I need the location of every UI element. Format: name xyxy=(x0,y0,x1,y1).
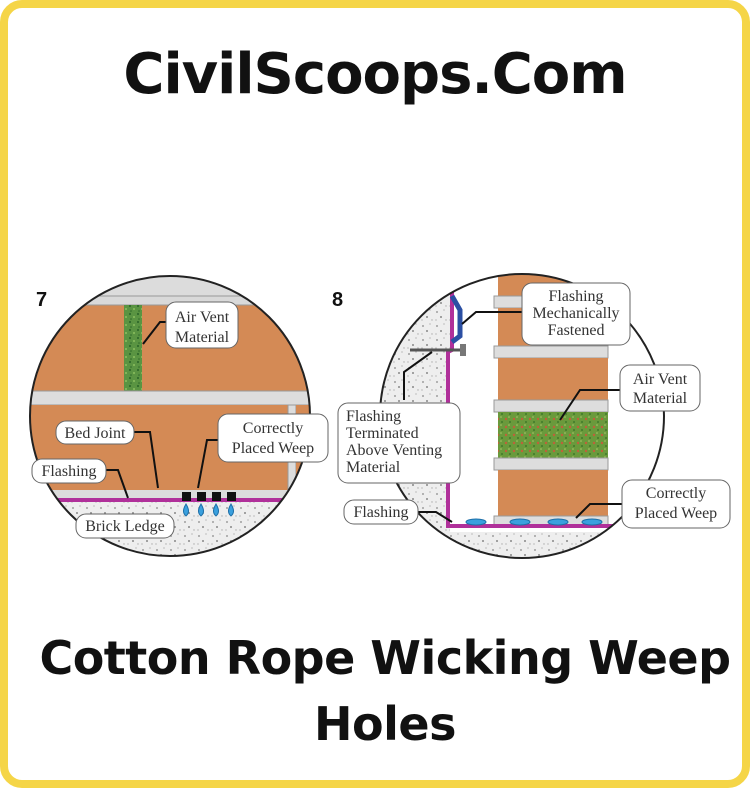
flashing-line xyxy=(30,498,310,502)
label-air-vent-8a: Air Vent xyxy=(633,371,688,388)
label-correct-weep-7b: Placed Weep xyxy=(232,440,314,457)
footing xyxy=(380,532,664,558)
label-terminated-a: Flashing xyxy=(346,408,401,425)
label-terminated-d: Material xyxy=(346,459,401,476)
termination-bar xyxy=(449,294,463,344)
caption: Cotton Rope Wicking Weep Holes xyxy=(20,625,750,757)
diagram-8-number: 8 xyxy=(332,289,343,311)
label-correct-weep-8b: Placed Weep xyxy=(635,505,717,522)
label-air-vent-7b: Material xyxy=(175,329,230,346)
diagram-7-number: 7 xyxy=(36,289,47,311)
label-bed-joint: Bed Joint xyxy=(65,425,126,442)
caption-line-1: Cotton Rope Wicking Weep xyxy=(39,631,731,685)
label-flashing-7: Flashing xyxy=(41,463,96,480)
label-mech-fastened-b: Mechanically xyxy=(532,305,619,322)
label-mech-fastened-c: Fastened xyxy=(548,322,605,339)
label-brick-ledge: Brick Ledge xyxy=(85,518,165,535)
weeps-8 xyxy=(465,518,603,526)
caption-line-2: Holes xyxy=(314,697,456,751)
label-mech-fastened-a: Flashing xyxy=(548,288,603,305)
label-terminated-c: Above Venting xyxy=(346,442,442,459)
site-title: CivilScoops.Com xyxy=(123,42,627,107)
diagram-8: 8 Flashing Mechanically Fastened Flashin… xyxy=(332,273,731,559)
label-air-vent-7a: Air Vent xyxy=(175,309,230,326)
water-drops xyxy=(183,503,234,517)
air-vent-material xyxy=(124,305,142,391)
label-air-vent-8b: Material xyxy=(633,390,688,407)
brick-ledge xyxy=(30,502,310,556)
label-correct-weep-8a: Correctly xyxy=(646,485,706,502)
diagram-7: 7 Air Vent Material Bed Joint Correctly … xyxy=(29,275,329,557)
label-terminated-b: Terminated xyxy=(346,425,419,442)
flashing-line-8 xyxy=(446,276,660,528)
label-correct-weep-7a: Correctly xyxy=(243,420,303,437)
air-vent-material-8 xyxy=(498,412,608,458)
label-flashing-8: Flashing xyxy=(353,504,408,521)
